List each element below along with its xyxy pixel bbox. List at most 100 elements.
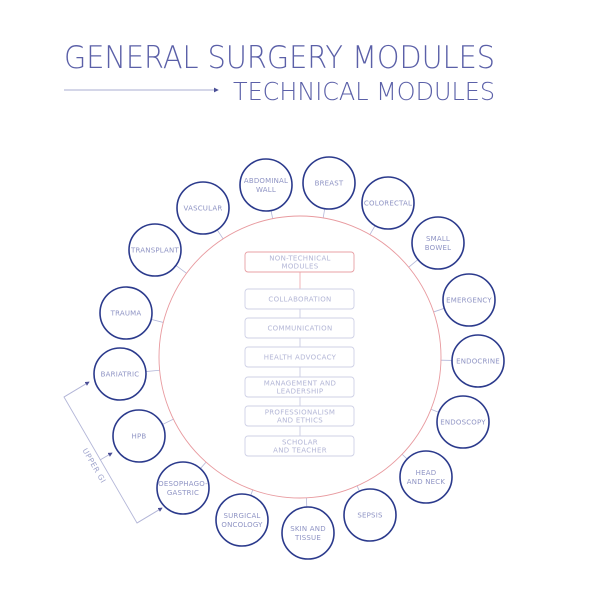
module-circle bbox=[343, 488, 397, 542]
connector-endoscopy bbox=[430, 408, 439, 413]
nt-label: COLLABORATION bbox=[268, 296, 331, 304]
connector-hpb bbox=[162, 418, 174, 425]
module-circle bbox=[302, 156, 356, 210]
module-label: ONCOLOGY bbox=[221, 521, 263, 529]
module-emergency[interactable]: EMERGENCY bbox=[442, 273, 496, 327]
module-bariatric[interactable]: BARIATRIC bbox=[93, 347, 147, 401]
nt-label: NON-TECHNICAL bbox=[269, 255, 331, 263]
module-circle bbox=[361, 176, 415, 230]
module-label: GASTRIC bbox=[167, 489, 199, 497]
nt-box bbox=[244, 376, 355, 398]
module-circle bbox=[442, 273, 496, 327]
module-label: BARIATRIC bbox=[101, 371, 140, 379]
nt-box bbox=[244, 346, 355, 368]
connector-colorectal bbox=[369, 225, 376, 235]
page-subtitle: TECHNICAL MODULES bbox=[233, 77, 495, 106]
module-label: TRAUMA bbox=[110, 310, 142, 318]
module-label: TISSUE bbox=[294, 534, 321, 542]
nt-box bbox=[244, 405, 355, 427]
module-circle bbox=[128, 223, 182, 277]
module-circle bbox=[281, 506, 335, 560]
connector-abdominal-wall bbox=[270, 210, 274, 219]
nt-box bbox=[244, 435, 355, 457]
nt-box bbox=[244, 288, 355, 310]
module-breast[interactable]: BREAST bbox=[302, 156, 356, 210]
module-label: SURGICAL bbox=[223, 512, 260, 520]
module-connectors bbox=[145, 208, 453, 508]
module-circle bbox=[156, 461, 210, 515]
connector-head-and-neck bbox=[401, 453, 408, 460]
nt-label: MODULES bbox=[282, 263, 319, 271]
module-endoscopy[interactable]: ENDOSCOPY bbox=[436, 395, 490, 449]
connector-transplant bbox=[175, 265, 187, 274]
module-label: SMALL bbox=[426, 235, 450, 243]
module-circle bbox=[411, 216, 465, 270]
connector-sepsis bbox=[356, 485, 360, 492]
module-endocrine[interactable]: ENDOCRINE bbox=[451, 334, 505, 388]
nt-label: SCHOLAR bbox=[282, 439, 318, 447]
nt-label: HEALTH ADVOCACY bbox=[264, 354, 337, 362]
module-circle bbox=[436, 395, 490, 449]
nt-box bbox=[244, 317, 355, 339]
module-trauma[interactable]: TRAUMA bbox=[99, 286, 153, 340]
connector-surgical-oncology bbox=[250, 489, 254, 496]
nt-label: AND ETHICS bbox=[277, 417, 323, 425]
nt-label: AND TEACHER bbox=[273, 447, 327, 455]
module-label: ENDOSCOPY bbox=[440, 419, 486, 427]
module-circle bbox=[176, 181, 230, 235]
connector-breast bbox=[322, 208, 326, 218]
page-title: GENERAL SURGERY MODULES bbox=[64, 40, 495, 76]
module-sepsis[interactable]: SEPSIS bbox=[343, 488, 397, 542]
module-circle bbox=[99, 286, 153, 340]
module-label: BOWEL bbox=[425, 244, 451, 252]
nt-label: LEADERSHIP bbox=[277, 388, 324, 396]
module-oesophago-gastric[interactable]: OESOPHAGO-GASTRIC bbox=[156, 461, 210, 515]
module-label: HPB bbox=[132, 433, 147, 441]
non-technical-module[interactable]: COLLABORATION bbox=[244, 288, 355, 310]
module-label: OESOPHAGO- bbox=[158, 480, 208, 488]
module-label: COLORECTAL bbox=[364, 200, 412, 208]
connector-bariatric bbox=[145, 369, 160, 372]
non-technical-module[interactable]: HEALTH ADVOCACY bbox=[244, 346, 355, 368]
module-label: AND NECK bbox=[407, 478, 446, 486]
non-technical-module[interactable]: COMMUNICATION bbox=[244, 317, 355, 339]
module-colorectal[interactable]: COLORECTAL bbox=[361, 176, 415, 230]
connector-trauma bbox=[151, 318, 164, 323]
module-label: ABDOMINAL bbox=[244, 177, 288, 185]
module-label: BREAST bbox=[315, 180, 344, 188]
module-label: SKIN AND bbox=[290, 525, 326, 533]
connector-small-bowel bbox=[408, 259, 419, 268]
module-transplant[interactable]: TRANSPLANT bbox=[128, 223, 182, 277]
module-label: TRANSPLANT bbox=[130, 247, 179, 255]
module-circle bbox=[239, 158, 293, 212]
module-circle bbox=[112, 409, 166, 463]
module-circle bbox=[451, 334, 505, 388]
module-label: ENDOCRINE bbox=[456, 358, 500, 366]
module-circle bbox=[215, 493, 269, 547]
module-vascular[interactable]: VASCULAR bbox=[176, 181, 230, 235]
connector-vascular bbox=[216, 229, 224, 240]
nt-label: PROFESSIONALISM bbox=[265, 409, 335, 417]
module-label: SEPSIS bbox=[357, 512, 383, 520]
module-circle bbox=[399, 450, 453, 504]
module-label: HEAD bbox=[416, 469, 437, 477]
nt-box bbox=[244, 251, 355, 273]
connector-oesophago-gastric bbox=[200, 461, 207, 469]
module-hpb[interactable]: HPB bbox=[112, 409, 166, 463]
nt-label: COMMUNICATION bbox=[267, 325, 332, 333]
module-label: EMERGENCY bbox=[446, 297, 492, 305]
main-ring bbox=[158, 215, 442, 499]
module-label: WALL bbox=[256, 186, 276, 194]
